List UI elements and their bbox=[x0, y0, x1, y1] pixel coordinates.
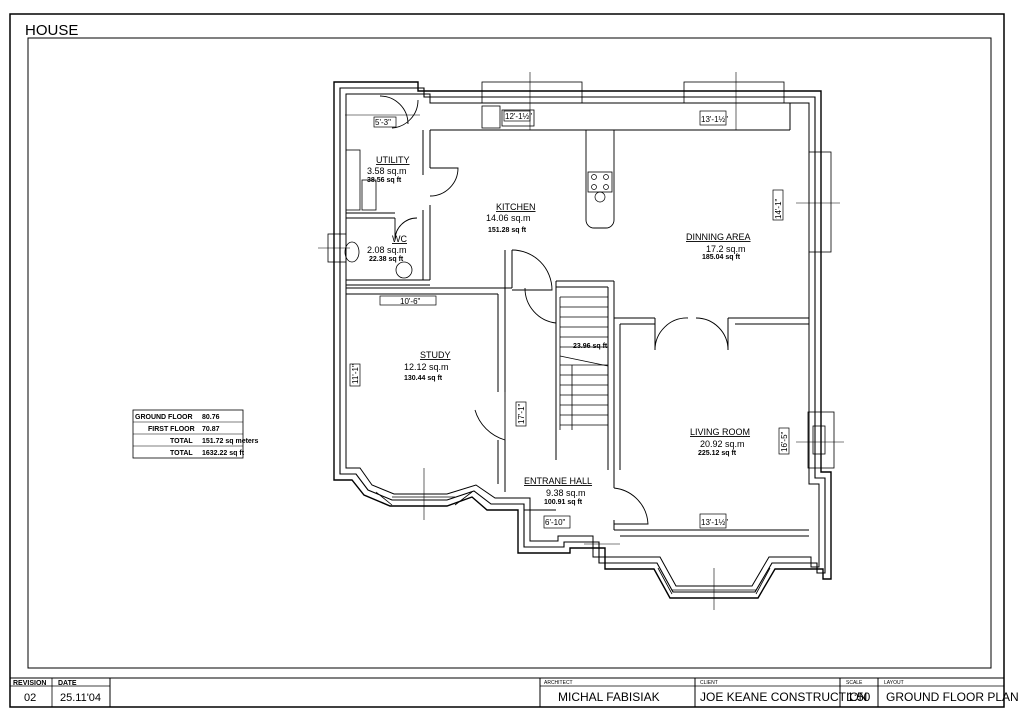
room-name-living: LIVING ROOM bbox=[690, 427, 750, 437]
outer-wall-line-3 bbox=[345, 93, 820, 587]
room-name-hall: ENTRANE HALL bbox=[524, 476, 592, 486]
architect-value: MICHAL FABISIAK bbox=[558, 690, 660, 704]
dim-living-width: 13'-1½" bbox=[701, 518, 728, 527]
room-name-utility: UTILITY bbox=[376, 155, 410, 165]
layout-label: LAYOUT bbox=[884, 680, 904, 686]
client-value: JOE KEANE CONSTRUCTION bbox=[700, 690, 867, 704]
room-sqm-utility: 3.58 sq.m bbox=[367, 166, 407, 176]
room-sqft-utility: 38.56 sq ft bbox=[367, 177, 402, 184]
title-block bbox=[10, 677, 1004, 707]
scale-label: SCALE bbox=[846, 680, 863, 686]
dim-utility-width: 5'-3" bbox=[375, 118, 391, 127]
dim-dining-height: 14'-1" bbox=[774, 198, 783, 219]
room-name-kitchen: KITCHEN bbox=[496, 202, 536, 212]
room-sqft-dining: 185.04 sq ft bbox=[702, 254, 741, 261]
architect-label: ARCHITECT bbox=[544, 680, 573, 686]
dim-hall-height: 17'-1" bbox=[517, 403, 526, 424]
dim-kitchen-width: 12'-1½" bbox=[505, 112, 532, 121]
layout-value: GROUND FLOOR PLAN bbox=[886, 690, 1018, 704]
area-label-first: FIRST FLOOR bbox=[148, 426, 195, 433]
area-label-ground: GROUND FLOOR bbox=[135, 414, 193, 421]
room-sqm-dining: 17.2 sq.m bbox=[706, 244, 746, 254]
outer-wall-line-2 bbox=[339, 87, 826, 593]
room-sqft-hall: 100.91 sq ft bbox=[544, 499, 583, 506]
date-value: 25.11'04 bbox=[60, 692, 101, 704]
sheet-title: HOUSE bbox=[25, 22, 78, 39]
room-labels: UTILITY 3.58 sq.m 38.56 sq ft WC 2.08 sq… bbox=[367, 155, 751, 506]
room-sqft-living: 225.12 sq ft bbox=[698, 450, 737, 457]
area-value-total-m: 151.72 sq meters bbox=[202, 438, 259, 445]
room-sqm-living: 20.92 sq.m bbox=[700, 439, 745, 449]
dimension-labels: 5'-3" 12'-1½" 13'-1½" 14'-1" 10'-6" 11'-… bbox=[351, 112, 789, 527]
area-table: GROUND FLOOR 80.76 FIRST FLOOR 70.87 TOT… bbox=[132, 409, 259, 459]
dimension-markers bbox=[349, 110, 790, 529]
room-sqm-hall: 9.38 sq.m bbox=[546, 488, 586, 498]
room-name-wc: WC bbox=[392, 234, 407, 244]
dim-study-height: 11'-1" bbox=[351, 364, 360, 384]
dim-living-height: 16'-5" bbox=[780, 431, 789, 452]
room-sqft-wc: 22.38 sq ft bbox=[369, 256, 404, 263]
area-label-total-m: TOTAL bbox=[170, 438, 193, 445]
scale-value: 1:50 bbox=[847, 690, 871, 704]
area-value-total-ft: 1632.22 sq ft bbox=[202, 450, 245, 457]
room-sqm-wc: 2.08 sq.m bbox=[367, 245, 407, 255]
room-sqft-study: 130.44 sq ft bbox=[404, 375, 443, 382]
area-label-total-ft: TOTAL bbox=[170, 450, 193, 457]
outer-border bbox=[9, 13, 1005, 708]
area-value-first: 70.87 bbox=[202, 426, 220, 433]
revision-label: REVISION bbox=[13, 680, 46, 687]
room-sqm-study: 12.12 sq.m bbox=[404, 362, 449, 372]
dim-dining-width: 13'-1½" bbox=[701, 115, 728, 124]
room-sqft-stairs: 23.96 sq ft bbox=[573, 343, 608, 350]
date-label: DATE bbox=[58, 680, 77, 687]
room-sqft-kitchen: 151.28 sq ft bbox=[488, 227, 527, 234]
room-name-dining: DINNING AREA bbox=[686, 232, 751, 242]
room-name-study: STUDY bbox=[420, 350, 451, 360]
outer-wall-line bbox=[333, 81, 832, 599]
dim-study-width: 10'-6" bbox=[400, 297, 421, 306]
area-value-ground: 80.76 bbox=[202, 414, 220, 421]
revision-value: 02 bbox=[24, 692, 36, 704]
title-block-text: REVISION DATE 02 25.11'04 ARCHITECT MICH… bbox=[13, 680, 1018, 704]
floor-plan bbox=[318, 72, 844, 610]
inner-border bbox=[27, 37, 992, 669]
dim-porch-width: 6'-10" bbox=[545, 518, 566, 527]
client-label: CLIENT bbox=[700, 680, 718, 686]
room-sqm-kitchen: 14.06 sq.m bbox=[486, 213, 531, 223]
